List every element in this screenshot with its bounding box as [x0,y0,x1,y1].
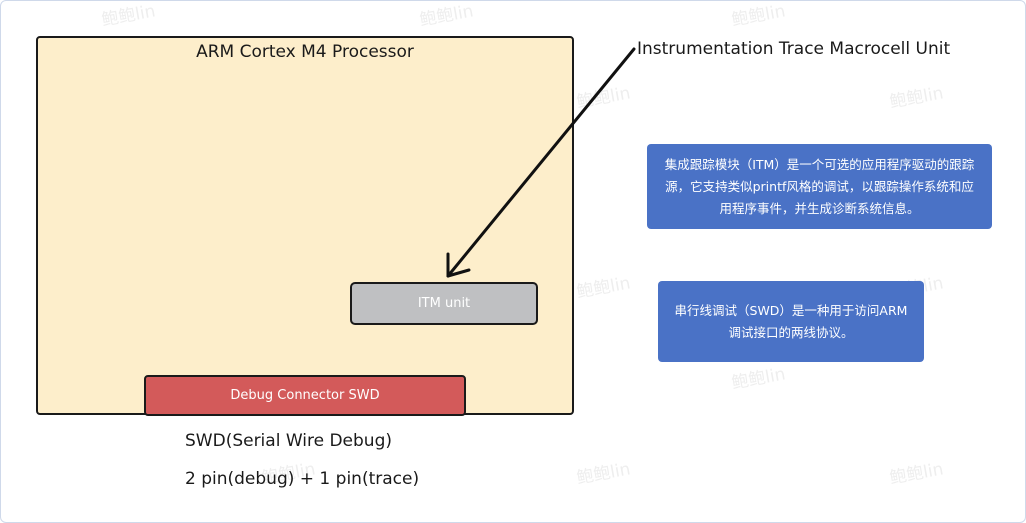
processor-title: ARM Cortex M4 Processor [196,42,414,62]
swd-pins-label: 2 pin(debug) + 1 pin(trace) [185,469,420,489]
swd-description-note[interactable]: 串行线调试（SWD）是一种用于访问ARM调试接口的两线协议。 [658,281,924,362]
debug-connector-label: Debug Connector SWD [230,388,380,403]
itm-description-text: 集成跟踪模块（ITM）是一个可选的应用程序驱动的跟踪源，它支持类似printf风… [664,156,975,216]
swd-label: SWD(Serial Wire Debug) [185,431,393,451]
itm-unit-label: ITM unit [417,296,471,311]
itm-callout-label: Instrumentation Trace Macrocell Unit [637,39,951,59]
itm-description-note[interactable]: 集成跟踪模块（ITM）是一个可选的应用程序驱动的跟踪源，它支持类似printf风… [647,144,992,229]
processor-block[interactable]: ARM Cortex M4 Processor [36,36,574,415]
itm-unit-block[interactable]: ITM unit [350,282,538,325]
debug-connector-block[interactable]: Debug Connector SWD [144,375,466,416]
swd-description-text: 串行线调试（SWD）是一种用于访问ARM调试接口的两线协议。 [674,302,908,340]
